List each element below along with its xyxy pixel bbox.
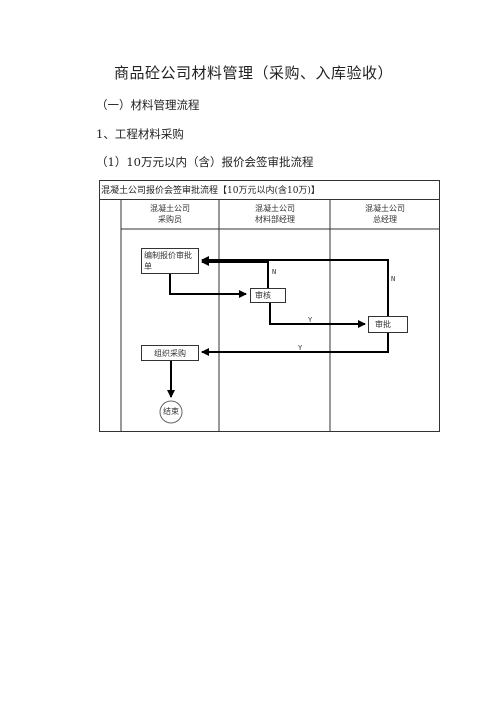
label-approve-no: N: [391, 275, 396, 283]
node-organize-purchase: 组织采购: [141, 345, 199, 361]
arrow-review-reject: [201, 258, 269, 288]
label-review-yes: Y: [308, 316, 313, 324]
lane-header-general-manager: 混凝土公司总经理: [365, 204, 405, 224]
arrow-approve-to-purchase: [201, 333, 389, 356]
label-approve-yes: Y: [298, 344, 303, 352]
lane-header-material-manager: 混凝土公司材料部经理: [255, 204, 295, 224]
flowchart-title: 混凝土公司报价会签审批流程【10万元以内(含10万)】: [99, 180, 440, 200]
flowchart-frame: [99, 180, 440, 432]
section-heading-2: 1、工程材料采购: [96, 127, 184, 141]
end-node-circle: [159, 400, 183, 424]
node-end: 结束: [163, 407, 179, 416]
label-review-no: N: [272, 268, 277, 276]
document-title: 商品砼公司材料管理（采购、入库验收）: [114, 64, 394, 82]
arrow-prepare-to-review: [169, 274, 247, 298]
node-review: 审核: [250, 288, 286, 303]
arrow-approve-reject: [201, 256, 389, 316]
section-heading-3: （1）10万元以内（含）报价会签审批流程: [96, 155, 314, 169]
node-approve: 审批: [368, 316, 408, 333]
lane-header-purchaser: 混凝土公司采购员: [150, 204, 190, 224]
section-heading-1: （一）材料管理流程: [96, 98, 200, 112]
node-prepare-quote: 编制报价审批单: [141, 248, 199, 274]
arrow-review-to-approve: [269, 303, 366, 328]
